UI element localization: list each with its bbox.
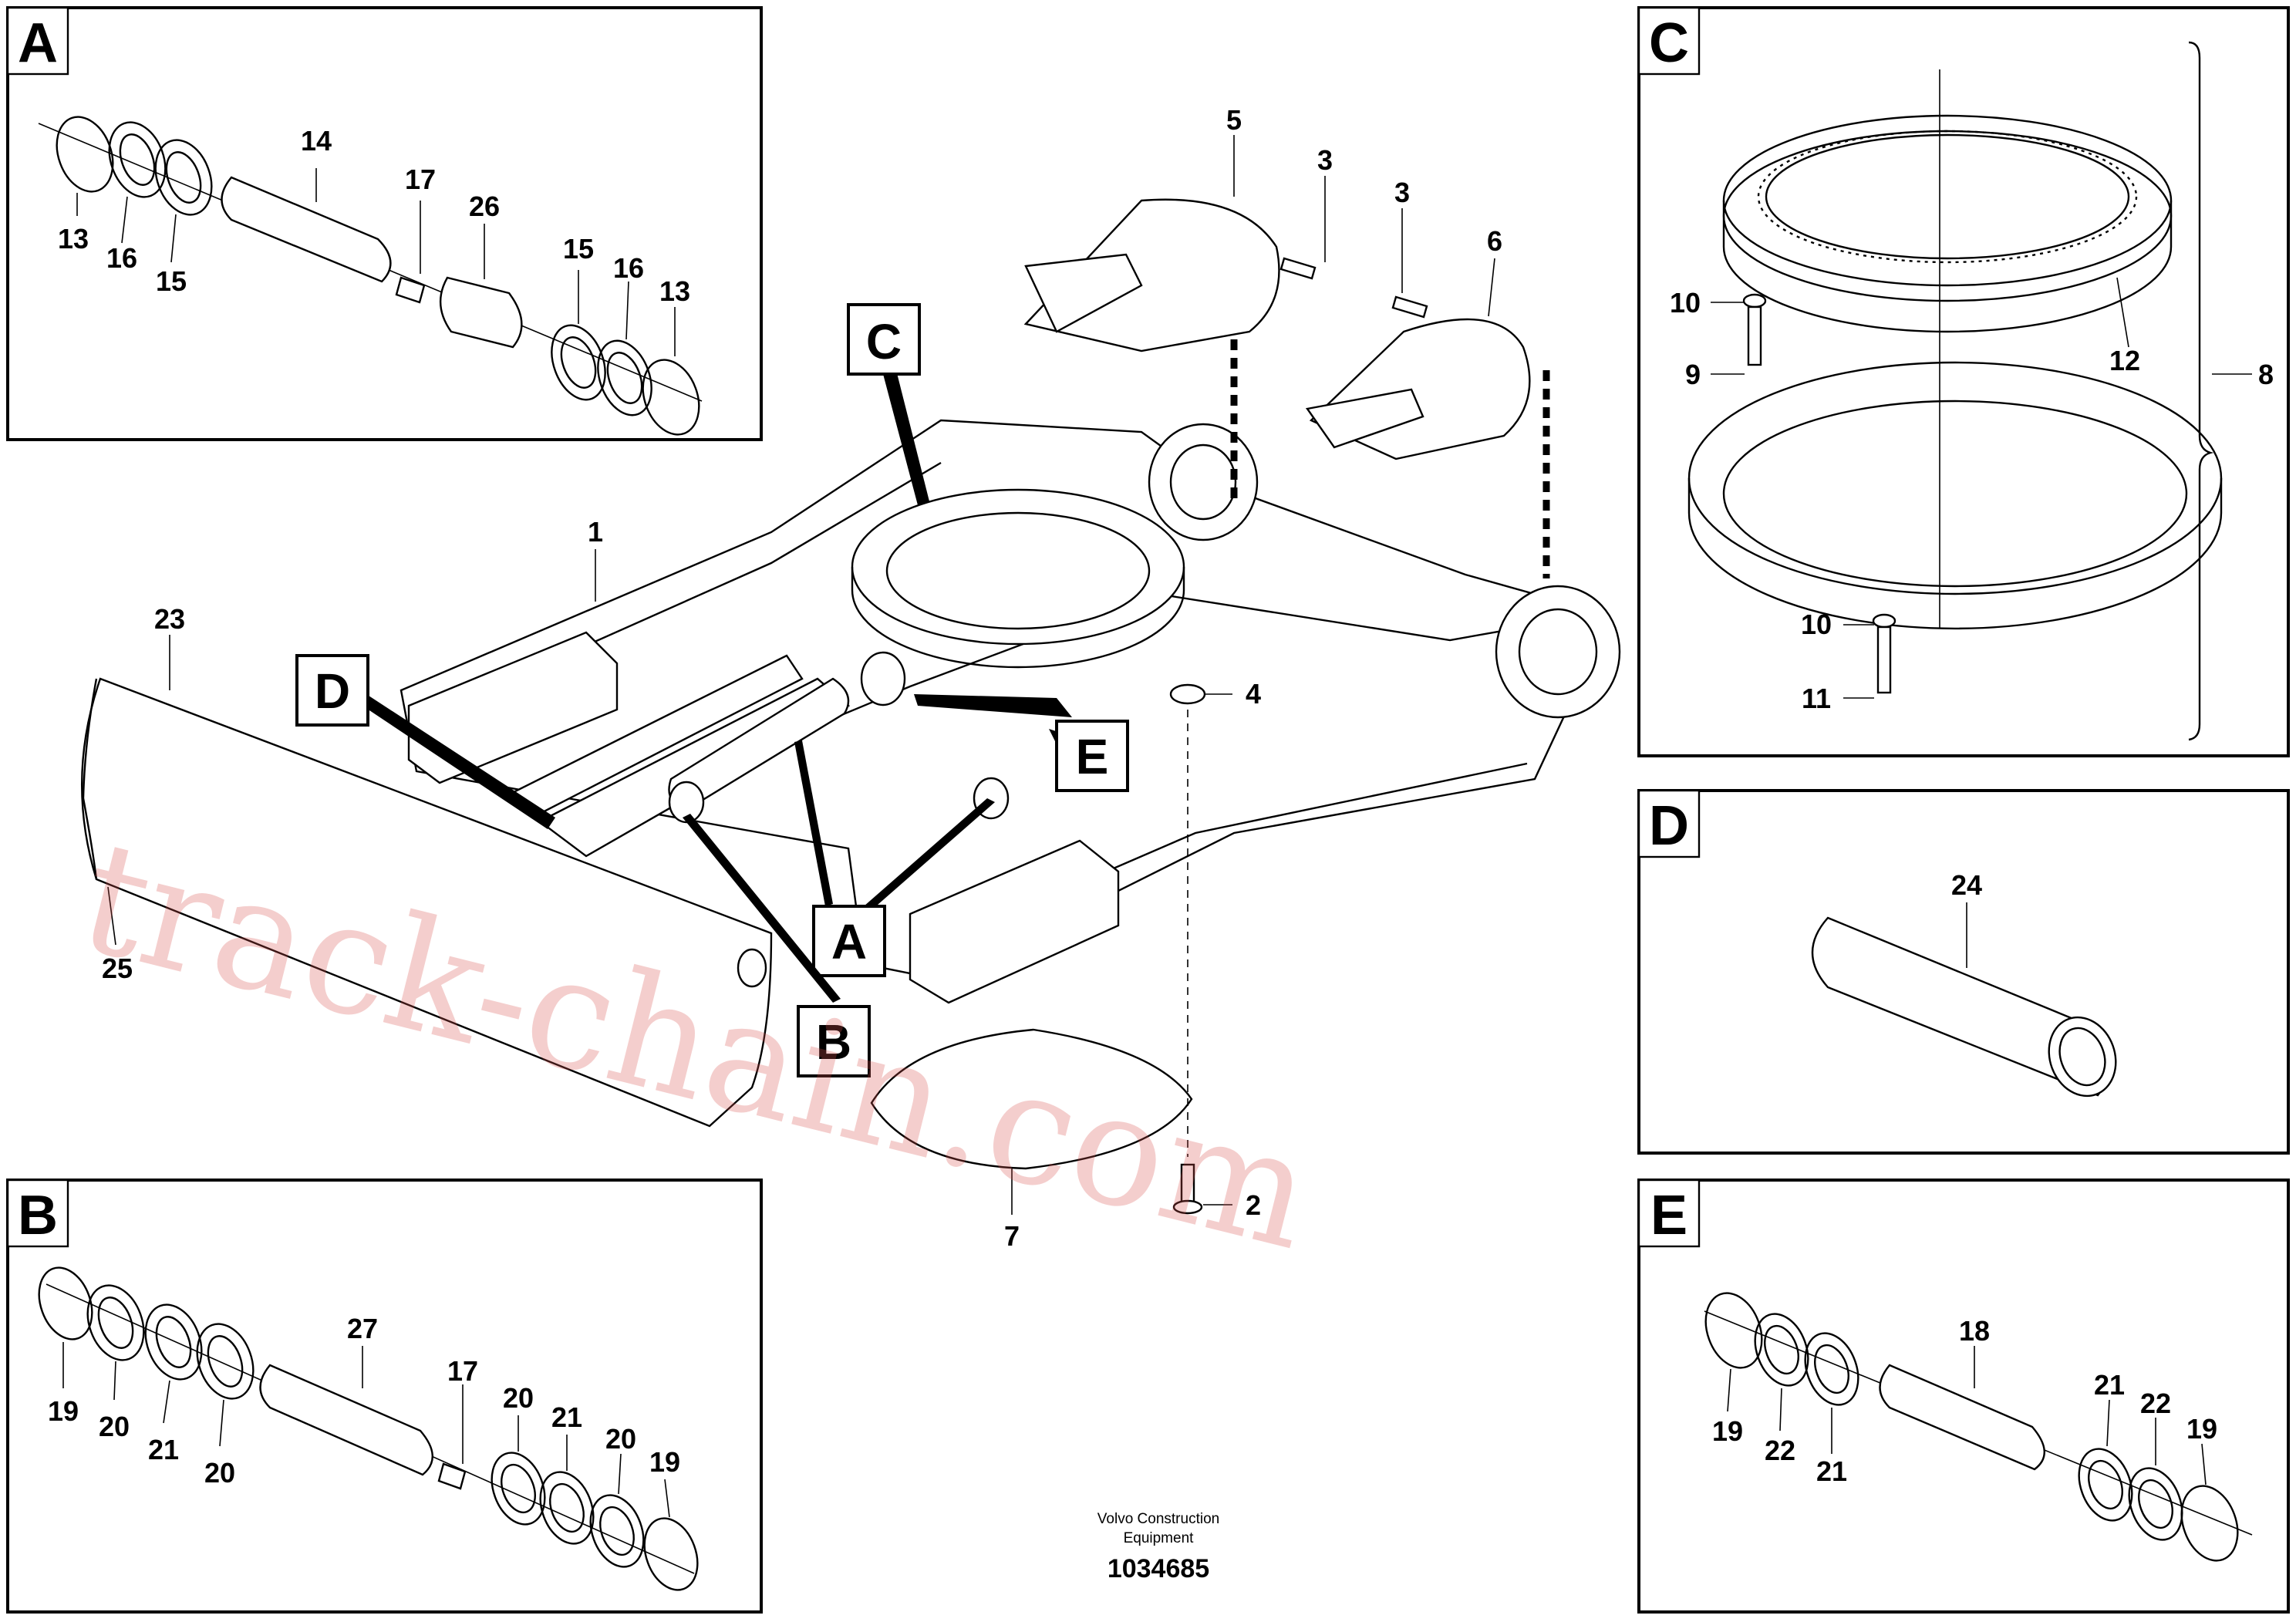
callout-letter-e: E <box>1076 729 1109 784</box>
callout-22-e1: 22 <box>2140 1388 2171 1419</box>
panel-e-leaders <box>1727 1346 2207 1485</box>
panel-b-leaders <box>62 1342 670 1518</box>
callout-letter-d: D <box>315 663 350 719</box>
callout-10-c1: 10 <box>1670 287 1701 319</box>
callout-10-c2: 10 <box>1801 609 1832 640</box>
callout-20-b1: 20 <box>503 1382 534 1414</box>
callout-1: 1 <box>588 516 603 548</box>
callout-21-b2: 21 <box>148 1434 179 1465</box>
callout-13b: 13 <box>659 275 690 307</box>
callout-20-b3: 20 <box>99 1411 130 1442</box>
callout-8: 8 <box>2258 359 2274 390</box>
callout-22-e2: 22 <box>1765 1435 1795 1466</box>
detail-panel-e: E 18 21 22 19 19 22 <box>1637 1179 2290 1614</box>
panel-c-letter: C <box>1649 12 1689 74</box>
panel-e-letter: E <box>1650 1185 1687 1246</box>
callout-16b: 16 <box>613 252 644 284</box>
callout-16: 16 <box>106 242 137 274</box>
detail-panel-d: D 24 <box>1637 789 2290 1155</box>
footer-company: Volvo Construction <box>1097 1511 1219 1527</box>
panel-c-bracket <box>2188 41 2214 741</box>
footer-company-2: Equipment <box>1124 1530 1195 1546</box>
panel-d-letter: D <box>1649 795 1689 857</box>
callout-3a: 3 <box>1317 144 1333 176</box>
callout-19-b2: 19 <box>48 1395 79 1427</box>
footer-code: 1034685 <box>1108 1554 1209 1583</box>
detail-panel-b: B <box>6 1179 763 1614</box>
panel-c-leaders <box>1711 277 2252 699</box>
callout-letter-c: C <box>866 314 902 369</box>
callout-11: 11 <box>1802 683 1831 714</box>
panel-e-pin-assembly <box>1704 1292 2253 1562</box>
callout-24: 24 <box>1951 869 1982 901</box>
panel-b-letter: B <box>18 1185 58 1246</box>
callout-21-e2: 21 <box>1816 1455 1847 1487</box>
callout-26: 26 <box>469 191 500 222</box>
callout-18: 18 <box>1959 1315 1990 1347</box>
main-letter-callouts: C D E A B <box>295 303 1129 1077</box>
panel-d-pin <box>1811 916 2117 1098</box>
callout-23: 23 <box>154 603 185 635</box>
callout-12: 12 <box>2109 345 2140 376</box>
callout-2: 2 <box>1246 1189 1261 1221</box>
callout-27: 27 <box>347 1313 378 1344</box>
callout-15b: 15 <box>563 233 594 265</box>
callout-19-e1: 19 <box>2186 1413 2217 1445</box>
detail-panel-a: A 14 17 <box>6 6 763 441</box>
bottom-plate <box>870 1028 1193 1170</box>
callout-7: 7 <box>1004 1220 1020 1252</box>
panel-a-pin-assembly <box>38 116 703 436</box>
panel-b-pin-assembly <box>38 1266 699 1591</box>
callout-9: 9 <box>1685 359 1701 390</box>
main-leaders <box>107 135 1495 1215</box>
panel-a-letter: A <box>18 12 58 74</box>
callout-letter-b: B <box>816 1014 851 1070</box>
callout-6: 6 <box>1487 225 1502 257</box>
callout-17: 17 <box>405 164 436 195</box>
callout-14: 14 <box>301 125 332 157</box>
callout-4: 4 <box>1246 678 1261 710</box>
callout-15: 15 <box>156 265 187 297</box>
blade-cylinder <box>668 677 850 811</box>
callout-21-e1: 21 <box>2094 1369 2125 1401</box>
callout-3b: 3 <box>1394 177 1410 208</box>
callout-25: 25 <box>102 953 133 984</box>
callout-20-b2: 20 <box>605 1423 636 1455</box>
detail-panel-c: C <box>1637 6 2290 757</box>
callout-17-b: 17 <box>447 1355 478 1387</box>
callout-21-b1: 21 <box>551 1401 582 1433</box>
callout-19-b1: 19 <box>649 1446 680 1478</box>
callout-5: 5 <box>1226 104 1242 136</box>
panel-c-slewing-ring <box>1687 69 2223 694</box>
callout-20-b4: 20 <box>204 1457 235 1489</box>
panel-a-leaders <box>76 168 676 356</box>
callout-19-e2: 19 <box>1712 1415 1743 1447</box>
dozer-blade <box>80 677 773 1128</box>
callout-13: 13 <box>58 223 89 255</box>
callout-letter-a: A <box>831 914 867 969</box>
